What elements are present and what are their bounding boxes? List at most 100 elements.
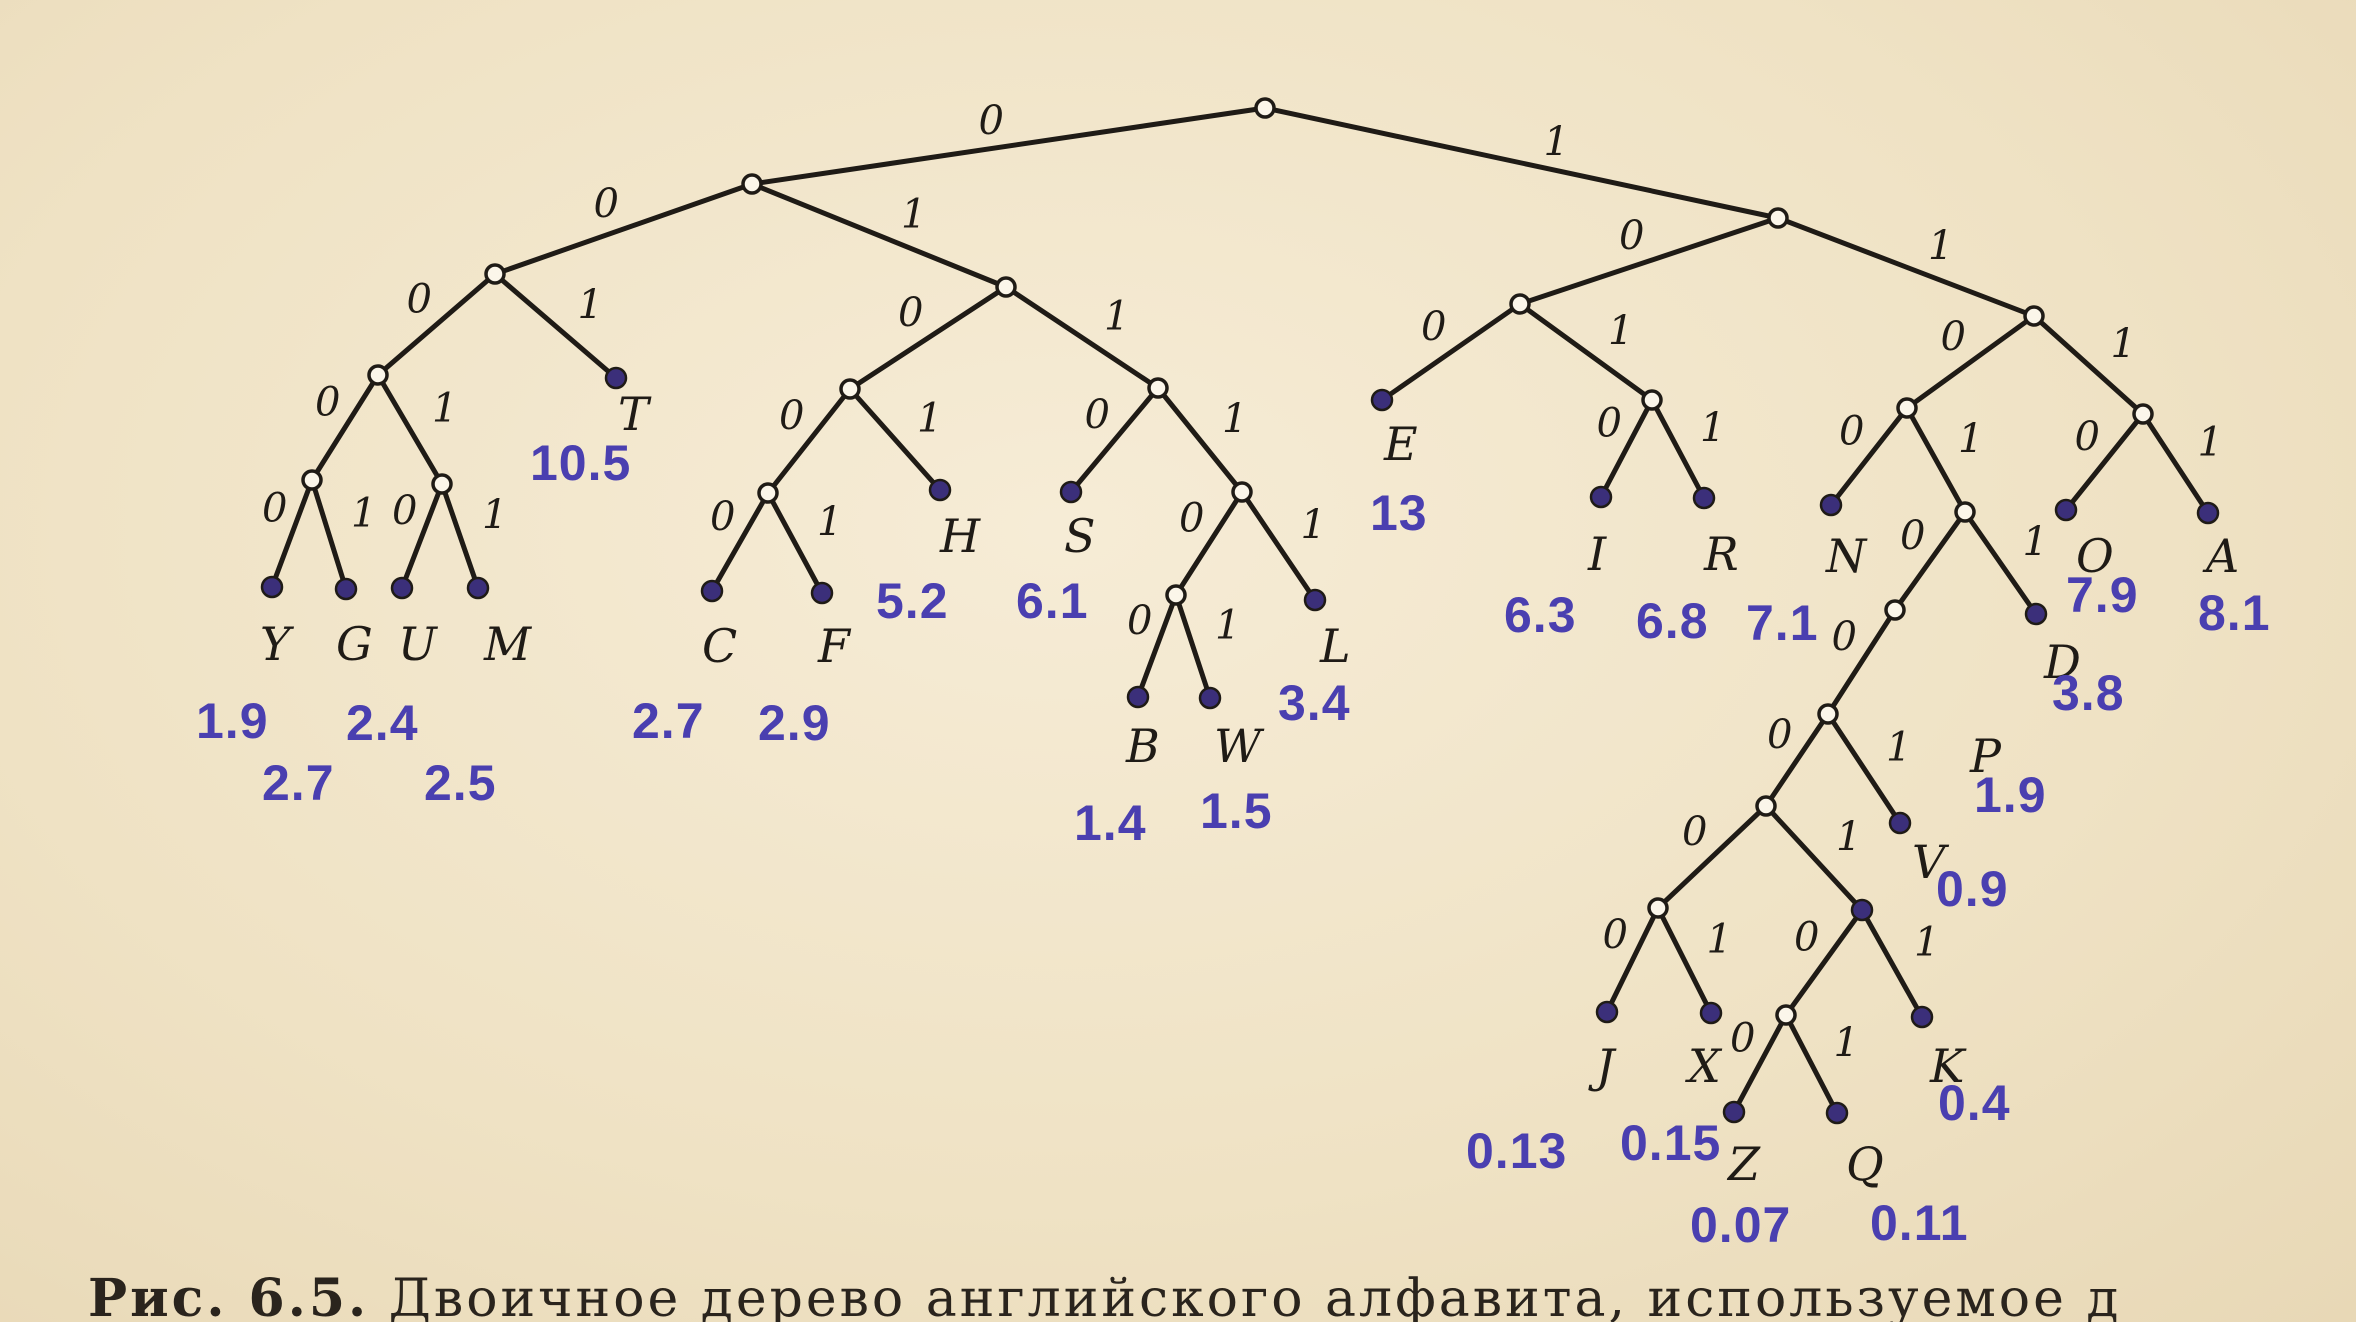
edge-bit-label: 1 [578, 282, 603, 328]
leaf-node [466, 576, 490, 600]
leaf-letter-w: W [1214, 719, 1265, 773]
caption-figure-number: Рис. 6.5. [88, 1268, 370, 1322]
leaf-letter-z: Z [1726, 1137, 1761, 1191]
tree-edge-00000 [269, 477, 315, 590]
edge-bit-label: 1 [2023, 519, 2048, 565]
tree-edge-101 [1517, 301, 1655, 403]
frequency-q: 0.11 [1870, 1195, 1969, 1251]
figure-caption: Рис. 6.5. Двоичное дерево английского ал… [88, 1268, 2121, 1322]
edge-bit-label: 0 [2075, 414, 2100, 460]
tree-edge-11011 [1962, 509, 2039, 617]
frequency-h: 5.2 [876, 573, 949, 629]
tree-edge-1101 [1904, 405, 1968, 515]
edge-bit-label: 1 [1544, 119, 1569, 165]
frequency-g: 2.4 [346, 695, 419, 751]
edge-bit-label: 0 [1794, 915, 1819, 961]
leaf-node [1589, 485, 1613, 509]
frequency-c: 2.7 [632, 693, 705, 749]
edge-bit-label: 0 [1603, 912, 1628, 958]
internal-node [839, 378, 861, 400]
edge-bit-label: 0 [392, 488, 417, 534]
leaf-node [260, 575, 284, 599]
tree-edge-01111 [1239, 489, 1318, 603]
tree-edge-1010 [1598, 397, 1655, 500]
frequency-v: 0.9 [1936, 861, 2009, 917]
tree-edge-0100 [765, 386, 853, 496]
edge-bit-label: 0 [898, 290, 923, 336]
internal-node [1647, 897, 1669, 919]
leaf-node [1699, 1001, 1723, 1025]
leaf-node [700, 579, 724, 603]
leaf-letter-s: S [1064, 509, 1096, 563]
tree-edge-001 [492, 271, 619, 381]
leaf-node [810, 581, 834, 605]
leaf-node [1825, 1101, 1849, 1125]
internal-node [1147, 377, 1169, 399]
edge-bit-label: 1 [1886, 725, 1911, 771]
tree-edge-0001 [375, 372, 445, 487]
edge-bit-label: 1 [1301, 502, 1326, 548]
edge-bit-label: 1 [1836, 814, 1861, 860]
leaf-letter-i: I [1587, 527, 1607, 581]
edge-bit-label: 1 [1215, 603, 1240, 649]
leaf-letter-y: Y [260, 617, 295, 671]
tree-edge-01 [749, 181, 1009, 290]
leaf-node [334, 577, 358, 601]
edge-bit-label: 1 [351, 491, 376, 537]
leaf-node [1910, 1005, 1934, 1029]
leaf-node [928, 478, 952, 502]
edge-bit-label: 1 [1222, 396, 1247, 442]
leaf-node [604, 366, 628, 390]
tree-edge-0 [749, 105, 1268, 187]
tree-edge-1101001 [1825, 711, 1903, 826]
frequency-o: 7.9 [2066, 567, 2139, 623]
edge-bit-label: 0 [979, 98, 1004, 144]
edge-bit-label: 0 [1839, 409, 1864, 455]
leaf-letter-q: Q [1846, 1137, 1884, 1191]
edge-bit-label: 0 [1085, 392, 1110, 438]
internal-node [1767, 207, 1789, 229]
leaf-node [1303, 588, 1327, 612]
internal-node [431, 473, 453, 495]
internal-node [1755, 795, 1777, 817]
leaf-letter-v: V [1912, 835, 1950, 889]
tree-edge-01110 [1173, 489, 1245, 598]
leaf-node [1722, 1100, 1746, 1124]
internal-node [1884, 599, 1906, 621]
edge-bit-label: 1 [2198, 420, 2223, 466]
internal-node [1817, 703, 1839, 725]
leaf-node [1819, 493, 1843, 517]
tree-edge-0111 [1155, 385, 1245, 495]
leaf-node [1850, 898, 1874, 922]
internal-node [484, 263, 506, 285]
edge-bit-label: 0 [779, 393, 804, 439]
frequency-w: 1.5 [1200, 783, 1273, 839]
internal-node [1896, 397, 1918, 419]
tree-edge-0110 [1068, 385, 1161, 495]
tree-edge-1011 [1649, 397, 1707, 501]
leaf-letter-e: E [1383, 417, 1418, 471]
leaf-letter-t: T [618, 387, 652, 441]
edge-bit-label: 0 [1767, 712, 1792, 758]
tree-edge-1101000 [1763, 711, 1831, 809]
leaf-node [2024, 602, 2048, 626]
internal-node [1954, 501, 1976, 523]
edge-bit-label: 1 [1104, 294, 1129, 340]
tree-edge-1110 [2063, 411, 2146, 513]
internal-node [2132, 403, 2154, 425]
frequency-b: 1.4 [1074, 795, 1147, 851]
edge-bit-label: 1 [482, 492, 507, 538]
leaf-letter-c: C [702, 619, 737, 673]
frequency-t: 10.5 [530, 435, 631, 491]
tree-edge-11010 [1892, 509, 1968, 613]
edge-bit-label: 0 [1900, 513, 1925, 559]
edge-bit-label: 0 [407, 277, 432, 323]
tree-edge-1 [1262, 105, 1781, 221]
frequency-p: 1.9 [1974, 767, 2047, 823]
edge-bit-label: 1 [432, 386, 457, 432]
leaf-node [1370, 388, 1394, 412]
leaf-node [1126, 685, 1150, 709]
edge-bit-label: 0 [262, 486, 287, 532]
edge-bit-label: 0 [1730, 1016, 1755, 1062]
